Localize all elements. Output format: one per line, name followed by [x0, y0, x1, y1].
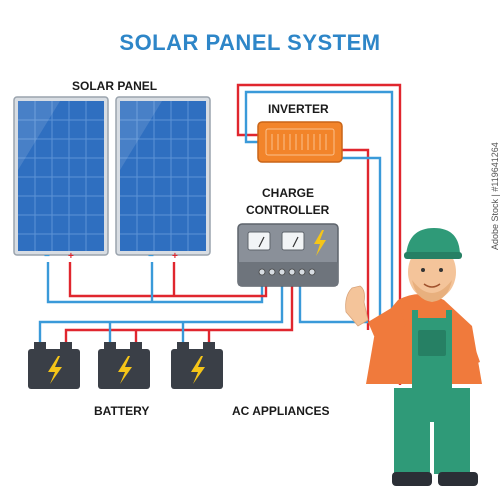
battery-2	[98, 342, 150, 389]
panel1-negative-terminal: −	[44, 251, 50, 262]
controller-label: CONTROLLER	[246, 203, 330, 217]
diagram-title: SOLAR PANEL SYSTEM	[119, 30, 381, 55]
battery-3	[171, 342, 223, 389]
charge-controller	[237, 223, 339, 287]
battery-positive-bus	[64, 285, 294, 348]
lightning-icon	[314, 230, 326, 256]
panel-positive-wire	[68, 262, 268, 298]
stock-watermark: Adobe Stock | #119641264	[490, 142, 500, 250]
ac-appliances-label: AC APPLIANCES	[232, 404, 330, 418]
controller-output-wire	[298, 285, 368, 324]
inverter	[257, 121, 343, 163]
solar-panel-2	[115, 96, 211, 256]
wiring	[38, 83, 402, 385]
panel2-positive-terminal: +	[172, 251, 178, 262]
solar-panel-1	[13, 96, 109, 256]
technician-figure	[345, 228, 482, 486]
gauge-icon	[247, 231, 271, 251]
solar-panel-label: SOLAR PANEL	[72, 79, 158, 93]
gauge-icon	[281, 231, 305, 251]
panel1-positive-terminal: +	[68, 251, 74, 262]
inverter-negative-wire	[244, 90, 394, 380]
battery-1	[28, 342, 80, 389]
inverter-output-negative	[342, 156, 382, 322]
lightning-icon	[48, 356, 62, 384]
panel-negative-wire	[46, 262, 264, 304]
lightning-icon	[118, 356, 132, 384]
inverter-output-positive	[342, 148, 370, 330]
charge-label: CHARGE	[262, 186, 315, 200]
battery-negative-bus	[38, 285, 284, 348]
inverter-label: INVERTER	[268, 102, 329, 116]
inverter-positive-wire	[236, 83, 402, 385]
battery-label: BATTERY	[94, 404, 150, 418]
lightning-icon	[191, 356, 205, 384]
panel2-negative-terminal: −	[148, 251, 154, 262]
